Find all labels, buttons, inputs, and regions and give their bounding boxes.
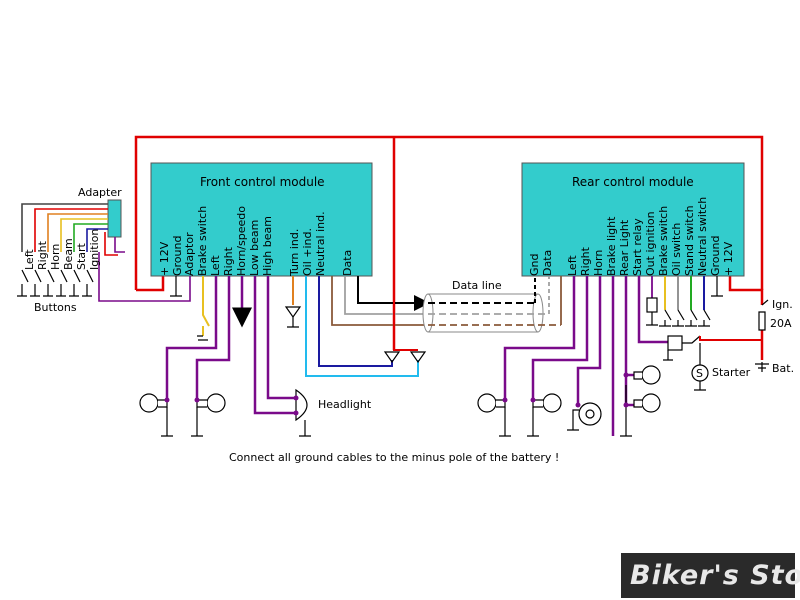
rear-pin-brake-switch: Brake switch <box>657 206 670 276</box>
rear-control-module <box>521 162 745 277</box>
wire-junction-dots <box>164 395 299 416</box>
front-pin-oil-ind: Oil +ind. <box>301 228 314 276</box>
button-label-beam: Beam <box>62 238 75 270</box>
adapter-block <box>107 199 122 238</box>
front-left-lamp-icon <box>139 393 159 413</box>
rear-pin-brake-light: Brake light <box>605 216 618 276</box>
starter-symbol: S <box>696 367 703 380</box>
rear-lamps <box>477 365 661 437</box>
front-lamps <box>139 388 311 437</box>
starter-label: Starter <box>712 366 751 379</box>
brand-logo-text: Biker's Store <box>630 560 800 591</box>
front-pin-horn-speedo: Horn/speedo <box>235 206 248 276</box>
front-pin-turn-ind: Turn ind. <box>288 229 301 277</box>
rear-left-lamp-icon <box>477 393 497 413</box>
data-line-label: Data line <box>452 279 502 292</box>
front-components <box>197 137 427 364</box>
front-pin-12v: + 12V <box>158 241 171 276</box>
front-pin-left: Left <box>209 255 222 276</box>
adapter-label: Adapter <box>78 186 122 199</box>
button-label-right: Right <box>36 240 49 270</box>
rear-pin-neutral-switch: Neutral switch <box>696 197 709 276</box>
data-line-cable <box>422 293 561 333</box>
front-pin-labels: + 12V Ground Adaptor Brake switch Left R… <box>158 206 354 277</box>
front-pin-right: Right <box>222 246 235 276</box>
rear-pin-start-relay: Start relay <box>631 218 644 276</box>
rear-pin-horn: Horn <box>592 250 605 276</box>
button-labels: Left Right Horn Beam Start Ignition <box>23 229 101 270</box>
buttons-label: Buttons <box>34 301 77 314</box>
rear-wiring <box>503 276 723 436</box>
rear-switches <box>646 297 769 372</box>
rear-pin-rear-light: Rear Light <box>618 219 631 276</box>
ground-note: Connect all ground cables to the minus p… <box>229 451 559 464</box>
front-control-module <box>150 162 373 277</box>
front-pin-low-beam: Low beam <box>248 220 261 276</box>
rear-pin-gnd: Gnd <box>528 254 541 276</box>
front-pin-data: Data <box>341 250 354 276</box>
adapter-wires <box>21 203 191 302</box>
front-pin-high-beam: High beam <box>261 216 274 276</box>
rear-pin-stand-switch: Stand switch <box>683 205 696 276</box>
brake-light-lamp-icon <box>641 365 661 385</box>
front-right-lamp-icon <box>206 393 226 413</box>
rear-pin-oil-switch: Oil switch <box>670 223 683 276</box>
headlight-label: Headlight <box>318 398 372 411</box>
rear-module-title: Rear control module <box>572 175 694 189</box>
front-wiring <box>165 276 430 415</box>
rear-pin-out-ignition: Out ignition <box>644 211 657 276</box>
button-label-left: Left <box>23 249 36 270</box>
starter-motor-icon <box>691 364 709 382</box>
rear-pin-ground: Ground <box>709 236 722 276</box>
button-label-horn: Horn <box>49 244 62 270</box>
rear-pin-left: Left <box>566 255 579 276</box>
front-pin-brake-switch: Brake switch <box>196 206 209 276</box>
start-relay <box>663 335 762 391</box>
rear-right-lamp-icon <box>542 393 562 413</box>
battery-label: Bat. <box>772 362 794 375</box>
rear-junction-dots <box>502 372 629 408</box>
button-label-start: Start <box>75 242 88 270</box>
fuse-label: 20A <box>770 317 792 330</box>
front-module-title: Front control module <box>200 175 325 189</box>
rear-light-lamp-icon <box>641 393 661 413</box>
front-pin-adaptor: Adaptor <box>183 232 196 276</box>
button-label-ignition: Ignition <box>88 229 101 270</box>
brand-logo: Biker's Store <box>621 553 800 598</box>
rear-pin-labels: Gnd Data Left Right Horn Brake light Rea… <box>528 197 735 276</box>
rear-data-wiring <box>534 276 562 325</box>
headlight-icon <box>295 388 308 422</box>
button-switches <box>17 269 94 297</box>
rear-pin-data: Data <box>541 250 554 276</box>
front-pin-neutral-ind: Neutral ind. <box>314 211 327 276</box>
rear-pin-right: Right <box>579 246 592 276</box>
ignition-label: Ign. <box>772 298 793 311</box>
front-pin-ground: Ground <box>171 236 184 276</box>
rear-pin-12v: + 12V <box>722 241 735 276</box>
